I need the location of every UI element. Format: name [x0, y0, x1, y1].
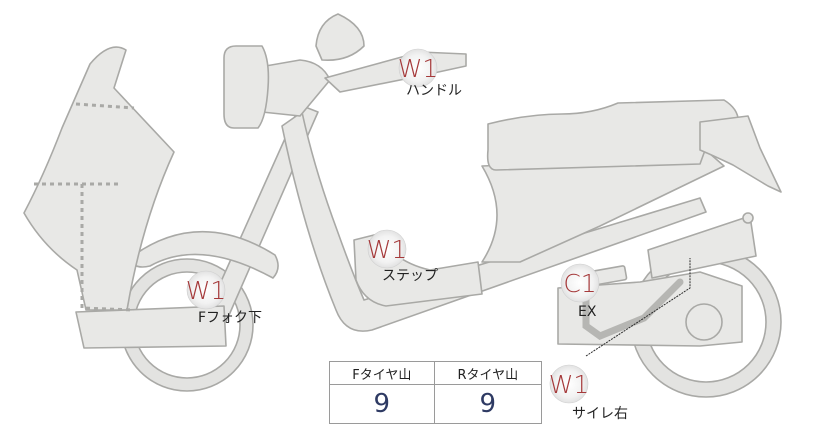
- front-tread-value: 9: [329, 384, 435, 424]
- rear-body: [481, 151, 725, 263]
- head-stem: [253, 59, 331, 117]
- tire-tread-value-row: 9 9: [329, 384, 543, 424]
- muffler-end: [647, 215, 757, 279]
- svg-text:ハンドル: ハンドル: [406, 83, 462, 99]
- tire-tread-table: Fタイヤ山 Rタイヤ山 9 9: [329, 361, 543, 424]
- rear-tread-header: Rタイヤ山: [433, 361, 543, 385]
- marker-muffler-right: W1 サイレ右: [549, 364, 628, 422]
- mirror: [315, 13, 365, 62]
- tire-tread-header-row: Fタイヤ山 Rタイヤ山: [329, 361, 543, 385]
- exhaust-tip: [685, 303, 723, 341]
- rear-hub: [742, 212, 754, 224]
- svg-text:W1: W1: [549, 370, 590, 399]
- ex-pipe-route: [582, 278, 684, 340]
- rear-cowl: [699, 115, 782, 193]
- svg-text:サイレ右: サイレ右: [572, 406, 628, 422]
- svg-text:W1: W1: [398, 54, 439, 83]
- svg-text:W1: W1: [186, 276, 227, 305]
- panel-seam-lines: [34, 102, 135, 312]
- rear-tread-value: 9: [433, 384, 543, 424]
- marker-step: W1 ステップ: [367, 229, 438, 284]
- svg-text:Fフォク下: Fフォク下: [198, 310, 262, 326]
- lower-body: [75, 305, 227, 349]
- front-tread-header: Fタイヤ山: [329, 361, 435, 385]
- marker-ex: C1 EX: [560, 263, 600, 320]
- headlight: [223, 45, 270, 129]
- svg-text:C1: C1: [563, 269, 596, 298]
- svg-text:W1: W1: [367, 235, 408, 264]
- marker-front-fork: W1 Fフォク下: [186, 270, 262, 326]
- leg-shield: [23, 46, 175, 311]
- seat: [486, 99, 740, 171]
- floor-frame: [281, 111, 707, 332]
- front-fender: [129, 230, 279, 279]
- marker-handle: W1 ハンドル: [398, 48, 462, 99]
- svg-text:ステップ: ステップ: [382, 268, 438, 284]
- leader-line: [585, 258, 691, 357]
- svg-text:EX: EX: [578, 304, 597, 320]
